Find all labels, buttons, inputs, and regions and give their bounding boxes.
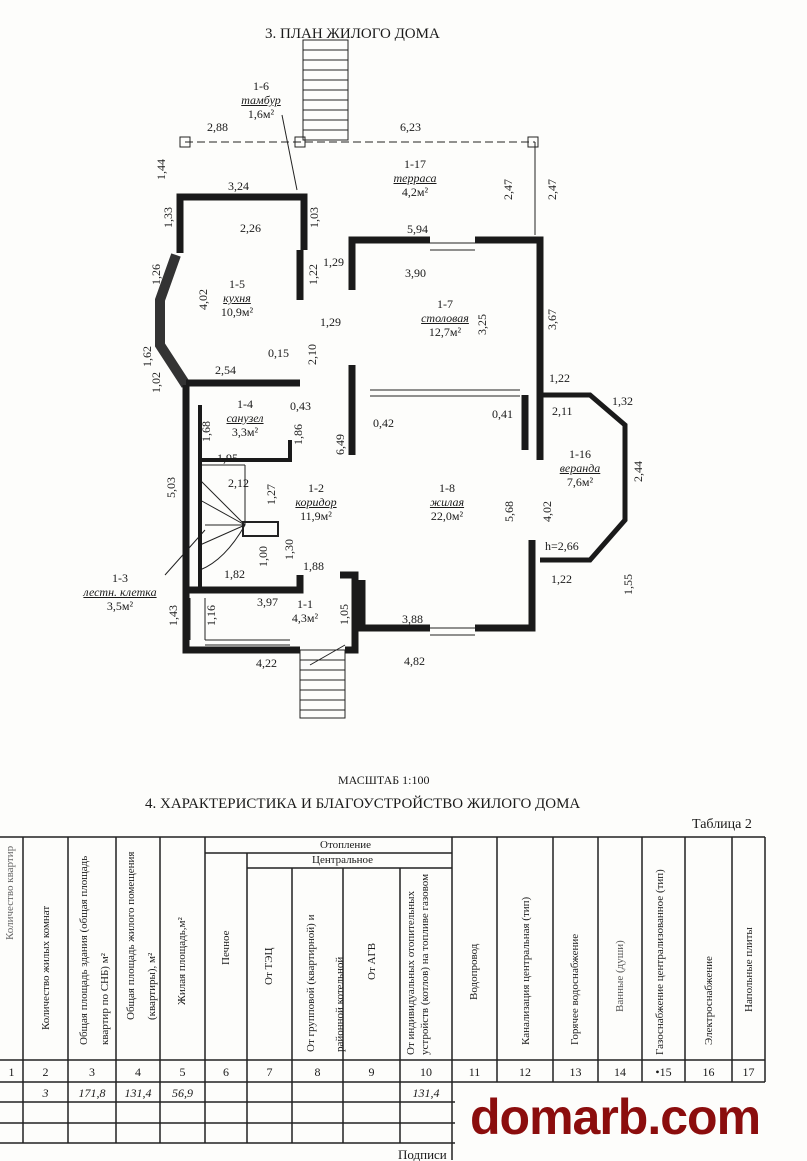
column-header: Печное: [220, 930, 232, 966]
dimension-label: 3,88: [402, 612, 423, 626]
column-header: Электроснабжение: [703, 956, 715, 1045]
column-number: 6: [223, 1065, 229, 1079]
column-header: От ТЭЦ: [263, 947, 275, 985]
column-number: 5: [179, 1065, 186, 1079]
dimension-label: 4,22: [256, 656, 277, 670]
dimension-label: 1,22: [549, 371, 570, 385]
column-number: 17: [742, 1065, 755, 1079]
dimension-label: 6,23: [400, 120, 421, 134]
dimension-label: 2,12: [228, 476, 249, 490]
dimension-label: 1,95: [217, 451, 238, 465]
watermark-logo: domarb.com: [470, 1089, 761, 1145]
entrance-wall: [182, 590, 300, 654]
column-header: Газоснабжение централизованное (тип): [654, 869, 666, 1055]
column-number: •15: [655, 1065, 672, 1079]
dimension-label: 2,11: [552, 404, 573, 418]
column-number: 8: [314, 1065, 321, 1079]
dimension-label: 1,22: [551, 572, 572, 586]
column-number: 2: [42, 1065, 49, 1079]
kitchen-wall: [176, 193, 308, 253]
dimension-label: 1,29: [320, 315, 341, 329]
dimension-label: 1,32: [612, 394, 633, 408]
column-header: Напольные плиты: [743, 927, 755, 1012]
dimension-label: 5,94: [407, 222, 428, 236]
column-header: Горячее водоснабжение: [569, 933, 581, 1045]
column-header: Количество жилых комнат: [40, 905, 52, 1030]
dimension-label: 4,82: [404, 654, 425, 668]
dimension-label: 2,54: [215, 363, 236, 377]
column-number: 11: [468, 1065, 481, 1079]
cell-total-building-area: 171,8: [78, 1086, 106, 1100]
floor-plan-drawing: [155, 39, 628, 719]
bottom-stairs: [299, 649, 346, 719]
table-label: Таблица 2: [692, 817, 752, 832]
group-heading-heating: Отопление: [320, 839, 372, 851]
dimension-label: 0,15: [268, 346, 289, 360]
column-header: От АГВ: [366, 942, 378, 980]
section3-title: 3. ПЛАН ЖИЛОГО ДОМА: [265, 26, 440, 42]
column-number: 4: [135, 1065, 141, 1079]
group-heading-central: Центральное: [312, 854, 374, 866]
cell-living-area: 56,9: [172, 1086, 193, 1100]
column-number: 14: [614, 1065, 626, 1079]
column-header: Общая площадь здания (общая площадь квар…: [78, 855, 111, 1045]
kitchen-bay-wall: [155, 253, 191, 388]
cell-individual-heating: 131,4: [412, 1086, 440, 1100]
section4-title: 4. ХАРАКТЕРИСТИКА И БЛАГОУСТРОЙСТВО ЖИЛО…: [145, 796, 581, 812]
dimension-label: 1,82: [224, 567, 245, 581]
column-number: 16: [702, 1065, 715, 1079]
column-header: Количество квартир: [4, 845, 16, 940]
dimension-label: 2,26: [240, 221, 261, 235]
dimension-label: 2,88: [207, 120, 228, 134]
column-header: От индивидуальных отопительных устройств…: [405, 873, 432, 1055]
column-header: Жилая площадь,м²: [176, 917, 188, 1005]
signature-label: Подписи: [398, 1147, 447, 1161]
dimension-label: 3,24: [228, 179, 249, 193]
column-number: 10: [420, 1065, 432, 1079]
column-header: Водопровод: [468, 943, 480, 1000]
dimension-label: 0,41: [492, 407, 513, 421]
cell-rooms-count: 3: [42, 1086, 49, 1100]
cell-total-living-premises-area: 131,4: [124, 1086, 152, 1100]
column-number: 9: [368, 1065, 375, 1079]
column-number: 12: [519, 1065, 531, 1079]
top-stairs-steps: [303, 49, 348, 131]
stairwell-wall: [182, 385, 304, 594]
column-number: 7: [266, 1065, 273, 1079]
column-header: Канализация центральная (тип): [520, 896, 532, 1045]
dimension-label: 3,97: [257, 595, 278, 609]
column-number: 1: [8, 1065, 15, 1079]
dimension-label: 0,42: [373, 416, 394, 430]
veranda-wall: [540, 392, 628, 563]
column-header: От групповой (квартирной) и районной кот…: [305, 914, 346, 1052]
column-header: Ванные (души): [614, 940, 626, 1012]
dimension-label: 3,90: [405, 266, 426, 280]
dimension-label: h=2,66: [545, 539, 579, 553]
dimension-label: 0,43: [290, 399, 311, 413]
column-number: 3: [89, 1065, 95, 1079]
dimension-label: 1,88: [303, 559, 324, 573]
column-header: Общая площадь жилого помещения (квартиры…: [125, 851, 158, 1020]
dimension-label: 1,29: [323, 255, 344, 269]
scale-label: МАСШТАБ 1:100: [338, 773, 430, 787]
column-number: 13: [569, 1065, 582, 1079]
